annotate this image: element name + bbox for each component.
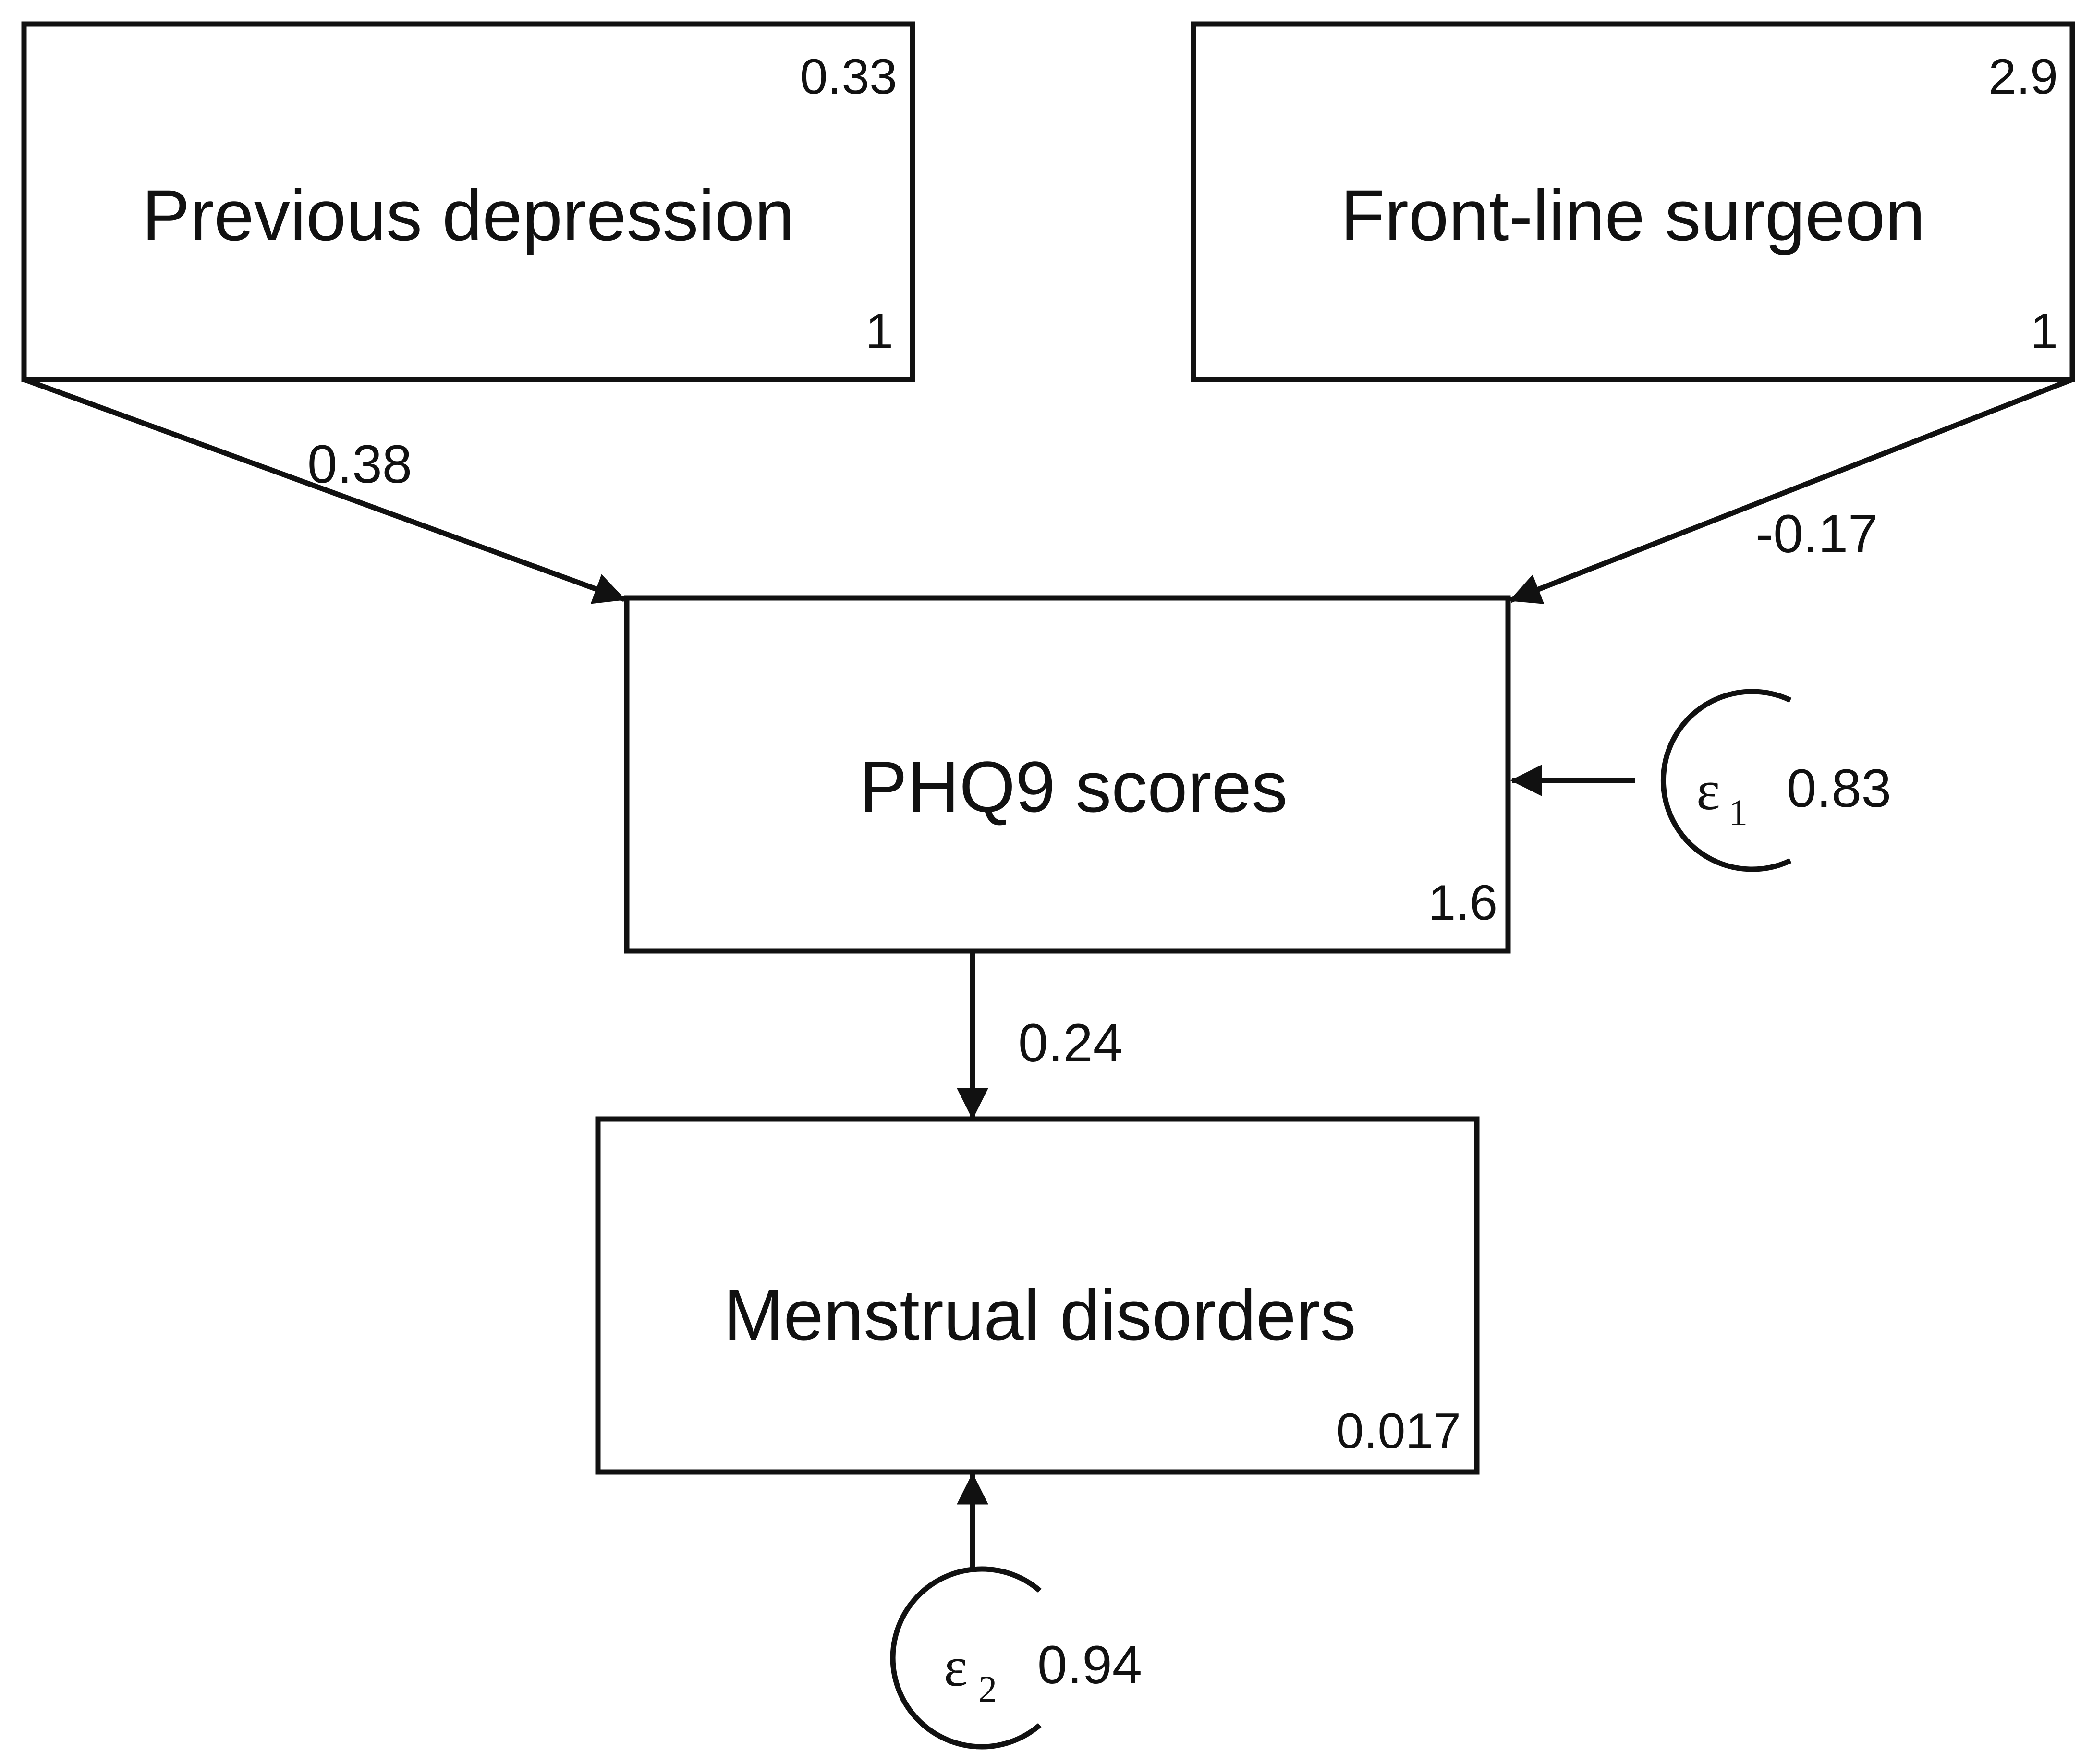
edge-frontline-to-phq9-coefficient: -0.17 — [1755, 504, 1878, 564]
edge-frontline-to-phq9-arrow — [1509, 377, 2074, 604]
edge-phq9-to-menstrual-coefficient: 0.24 — [1018, 1013, 1123, 1073]
node-phq9-scores: PHQ9 scores 1.6 — [624, 595, 1511, 954]
node-previous-depression-intercept: 1 — [865, 304, 893, 359]
node-front-line-surgeon: Front-line surgeon 2.9 1 — [1191, 21, 2075, 382]
error-e2-symbol: ε — [944, 1635, 968, 1698]
edge-previous-to-phq9: 0.38 — [23, 377, 626, 604]
node-menstrual-disorders-label: Menstrual disorders — [723, 1275, 1356, 1355]
node-menstrual-disorders-intercept: 0.017 — [1336, 1403, 1461, 1459]
node-front-line-surgeon-box — [1191, 21, 2075, 382]
node-previous-depression-box — [21, 21, 915, 382]
error-e2-subscript: 2 — [978, 1668, 997, 1710]
error-e1: ε 1 0.83 — [1510, 689, 1891, 872]
node-previous-depression: Previous depression 0.33 1 — [21, 21, 915, 382]
edge-previous-to-phq9-coefficient: 0.38 — [307, 434, 412, 494]
node-menstrual-disorders: Menstrual disorders 0.017 — [595, 1116, 1480, 1475]
edge-frontline-to-phq9: -0.17 — [1509, 377, 2074, 604]
error-e2-value: 0.94 — [1037, 1635, 1142, 1695]
node-front-line-surgeon-label: Front-line surgeon — [1340, 175, 1925, 255]
error-e2: ε 2 0.94 — [890, 1472, 1142, 1750]
error-e1-value: 0.83 — [1787, 758, 1891, 818]
node-phq9-scores-box — [624, 595, 1511, 954]
error-e1-loop — [1660, 689, 1792, 872]
edge-phq9-to-menstrual: 0.24 — [957, 951, 1123, 1120]
node-menstrual-disorders-box — [595, 1116, 1480, 1475]
node-phq9-scores-intercept: 1.6 — [1428, 875, 1497, 931]
edge-previous-to-phq9-arrow — [23, 377, 626, 604]
node-phq9-scores-label: PHQ9 scores — [859, 746, 1288, 827]
error-e1-symbol: ε — [1696, 759, 1720, 822]
node-front-line-surgeon-variance: 2.9 — [1988, 49, 2058, 105]
error-e2-loop — [890, 1566, 1042, 1750]
node-previous-depression-label: Previous depression — [142, 175, 794, 255]
error-e1-subscript: 1 — [1729, 791, 1748, 833]
node-front-line-surgeon-intercept: 1 — [2030, 304, 2058, 359]
node-previous-depression-variance: 0.33 — [800, 49, 897, 105]
